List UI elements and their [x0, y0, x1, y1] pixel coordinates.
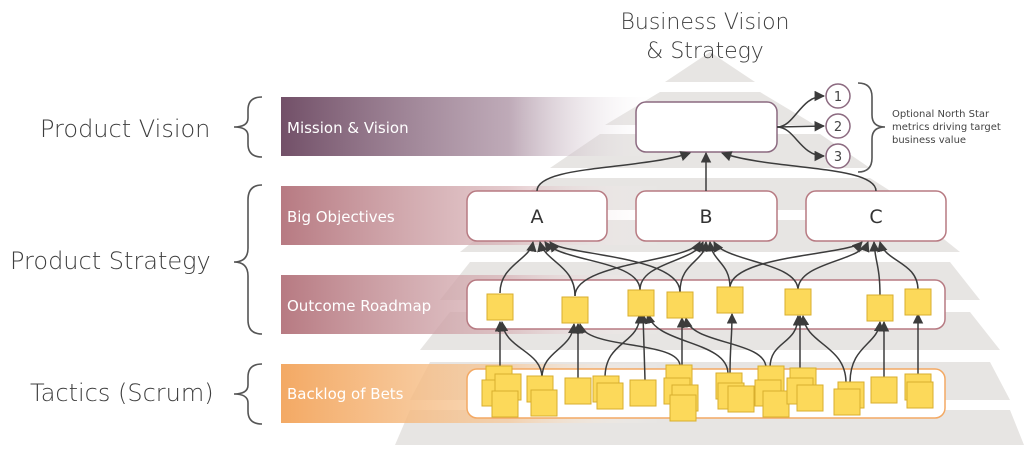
roadmap-stickies [486, 286, 932, 324]
arrow-r5-to-c [729, 241, 863, 289]
band-label-outcome-roadmap: Outcome Roadmap [287, 297, 431, 315]
metric-circle-2 [825, 113, 851, 139]
band-mission-vision [281, 97, 661, 156]
roadmap-sticky [561, 296, 589, 324]
arrow-r8-to-c [877, 240, 919, 291]
roadmap-sticky [904, 288, 932, 316]
arrow-a-to-mission [536, 151, 691, 192]
backlog-sticky [727, 385, 755, 413]
level-label-product-strategy: Product Strategy [10, 247, 211, 275]
band-label-mission-vision: Mission & Vision [287, 119, 409, 137]
arrow-c-to-mission [721, 151, 877, 192]
arrow-b7-to-r3 [644, 312, 729, 375]
arrow-r5-to-b [705, 240, 731, 289]
roadmap-sticky [716, 286, 744, 314]
brace-product-vision [233, 96, 263, 158]
backlog-sticky [596, 382, 624, 410]
arrow-to-metric-2 [776, 120, 826, 132]
roadmap-sticky [784, 288, 812, 316]
metric-label-2: 2 [834, 120, 842, 135]
level-braces [233, 82, 886, 425]
arrow-r2-to-a [537, 240, 576, 297]
backlog-sticky [762, 390, 790, 418]
roadmap-sticky [486, 293, 514, 321]
level-label-tactics: Tactics (Scrum) [30, 379, 214, 407]
objective-label-b: B [699, 206, 712, 228]
north-star-note-line2: metrics driving target [892, 122, 1001, 133]
north-star-note-line1: Optional North Star [892, 109, 990, 120]
backlog-sticky [530, 389, 558, 417]
arrow-b10-to-r6 [798, 314, 847, 384]
arrow-r3-to-b [639, 241, 705, 291]
band-label-backlog-of-bets: Backlog of Bets [287, 385, 404, 403]
metric-circle-3 [825, 143, 851, 169]
backlog-sticky [833, 388, 861, 416]
backlog-sticky [629, 379, 657, 407]
mission-vision-box [635, 101, 778, 153]
backlog-sticky [564, 377, 592, 405]
arrow-b2-to-r1 [497, 320, 543, 379]
diagram-title-line1: Business Vision [621, 10, 790, 35]
backlog-sticky [491, 390, 519, 418]
north-star-metrics: 1 2 3 [825, 83, 851, 169]
arrow-r4-to-b [679, 240, 711, 293]
arrow-r7-to-c [869, 240, 881, 297]
roadmap-sticky [666, 291, 694, 319]
arrow-r6-to-b [713, 241, 799, 291]
roadmap-sticky [866, 294, 894, 322]
backlog-sticky [669, 394, 697, 422]
arrow-r4-to-a [549, 241, 681, 293]
arrow-r1-to-a [499, 240, 537, 294]
band-label-big-objectives: Big Objectives [287, 208, 395, 226]
brace-tactics [233, 363, 263, 425]
brace-north-star [857, 82, 886, 173]
arrow-r2-to-b [574, 241, 701, 297]
backlog-sticky [870, 376, 898, 404]
arrow-b2-to-r2 [541, 322, 579, 379]
objective-label-c: C [869, 206, 882, 228]
objective-label-a: A [531, 206, 544, 228]
backlog-sticky [796, 384, 824, 412]
arrow-b6-to-r2 [576, 322, 681, 367]
level-label-product-vision: Product Vision [40, 115, 210, 143]
metric-label-3: 3 [834, 150, 842, 165]
north-star-note-line3: business value [892, 135, 966, 146]
backlog-sticky [906, 381, 934, 409]
arrow-to-metric-3 [776, 126, 826, 162]
metric-label-1: 1 [834, 90, 842, 105]
metric-circle-1 [825, 83, 851, 109]
diagram-title-line2: & Strategy [646, 39, 764, 64]
arrow-b7-to-r5 [726, 312, 738, 375]
connector-arrows [494, 90, 924, 384]
arrow-b10-to-r7 [849, 320, 885, 384]
arrow-to-metric-1 [776, 90, 826, 128]
brace-product-strategy [233, 184, 263, 335]
arrow-r6-to-c [797, 241, 870, 291]
roadmap-sticky [627, 289, 655, 317]
backlog-stickies [481, 364, 934, 422]
arrow-b8-to-r4 [682, 316, 767, 369]
